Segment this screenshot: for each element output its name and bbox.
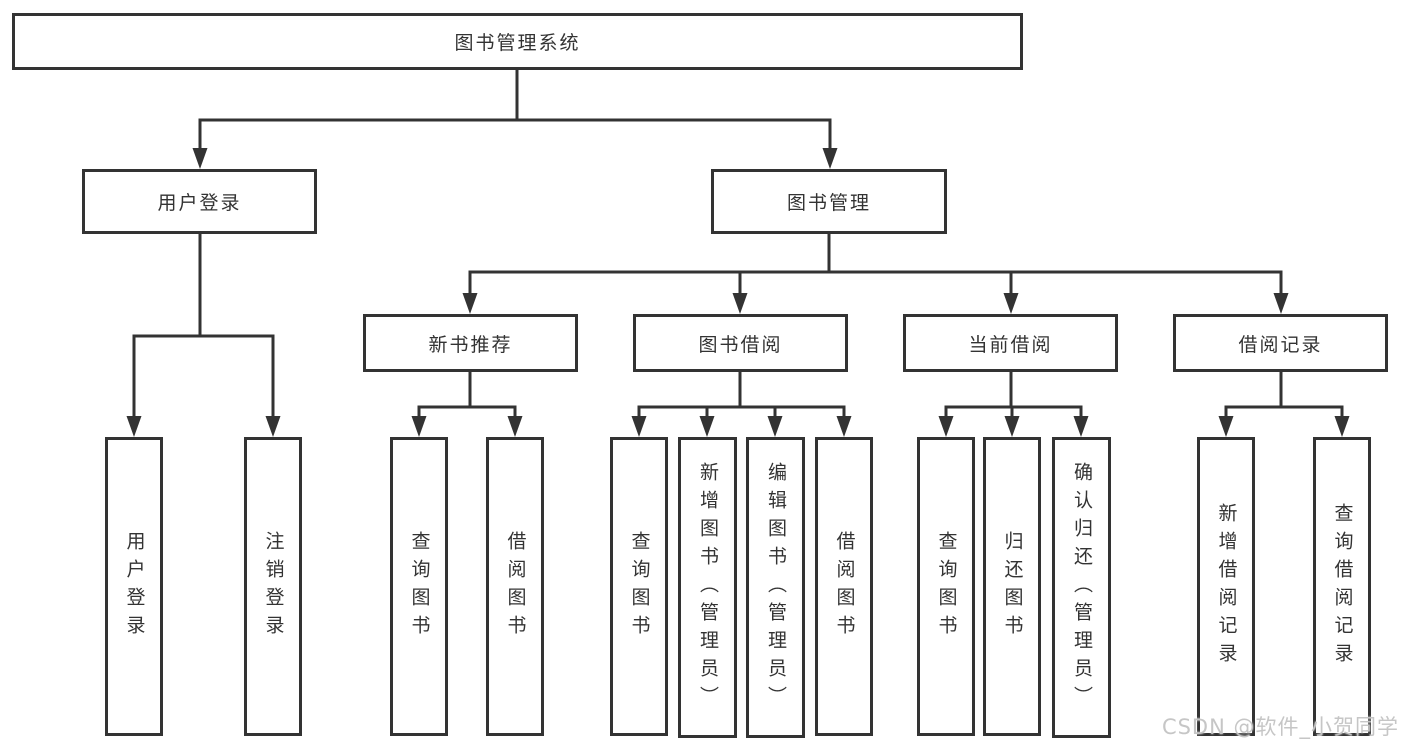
leaf-confirm-return-admin: 确认归还（管理员） [1052, 437, 1111, 738]
node-book-borrow: 图书借阅 [633, 314, 848, 372]
leaf-add-book-admin: 新增图书（管理员） [678, 437, 737, 738]
node-borrow-records: 借阅记录 [1173, 314, 1388, 372]
leaf-query-books-borrow: 查询图书 [610, 437, 668, 736]
arrowheads [126, 148, 1350, 437]
node-book-management: 图书管理 [711, 169, 947, 234]
leaf-query-books-current: 查询图书 [917, 437, 975, 736]
node-system-root: 图书管理系统 [12, 13, 1023, 70]
node-user-login: 用户登录 [82, 169, 317, 234]
leaf-add-borrow-record: 新增借阅记录 [1197, 437, 1255, 736]
node-current-borrow: 当前借阅 [903, 314, 1118, 372]
csdn-watermark: CSDN @软件_小贺同学 [1161, 715, 1399, 739]
leaf-edit-book-admin: 编辑图书（管理员） [746, 437, 805, 738]
leaf-return-books: 归还图书 [983, 437, 1041, 736]
leaf-query-books-recommend: 查询图书 [390, 437, 448, 736]
leaf-borrow-books-recommend: 借阅图书 [486, 437, 544, 736]
node-new-book-recommend: 新书推荐 [363, 314, 578, 372]
leaf-borrow-books-borrow: 借阅图书 [815, 437, 873, 736]
leaf-logout: 注销登录 [244, 437, 302, 736]
leaf-user-login: 用户登录 [105, 437, 163, 736]
leaf-query-borrow-record: 查询借阅记录 [1313, 437, 1371, 736]
